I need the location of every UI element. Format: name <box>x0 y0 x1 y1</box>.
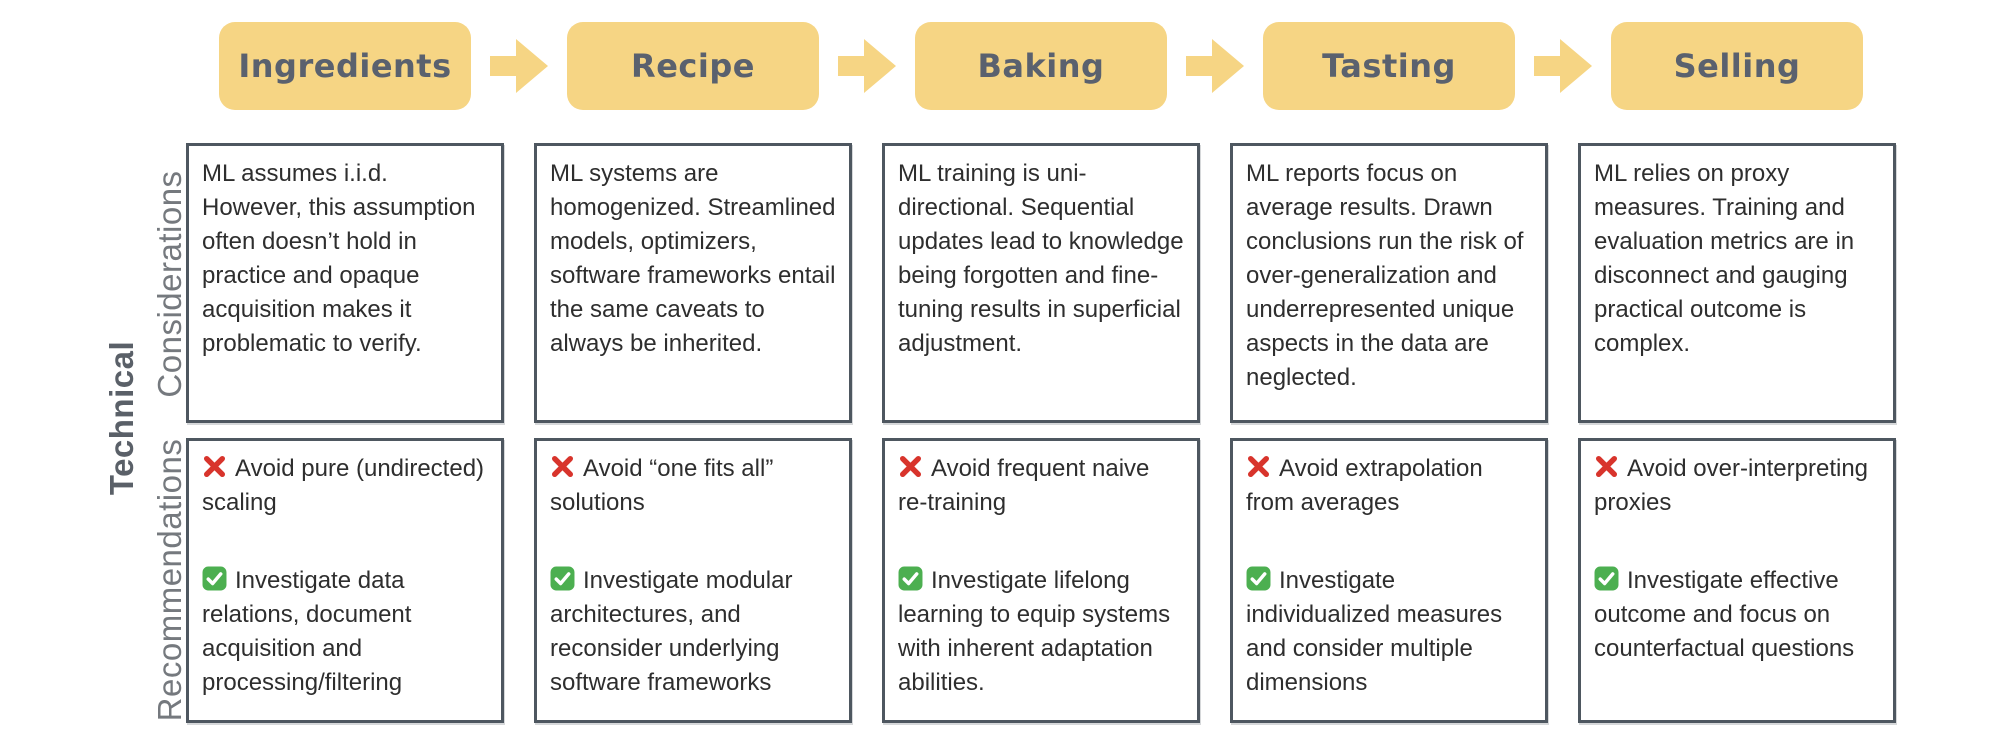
consideration-text: ML training is uni-directional. Sequenti… <box>898 160 1184 357</box>
check-mark-icon <box>550 566 575 591</box>
check-mark-icon <box>898 566 923 591</box>
stage-title-baking: Baking <box>977 47 1105 85</box>
technical-group-label: Technical <box>103 340 140 496</box>
right-arrow-icon <box>490 36 548 96</box>
recommendation-box-recipe: Avoid “one fits all” solutions Investiga… <box>534 438 852 723</box>
cross-mark-icon <box>550 454 575 479</box>
avoid-item: Avoid pure (undirected) scaling <box>202 452 488 520</box>
stage-title-recipe: Recipe <box>631 47 755 85</box>
investigate-item: Investigate individualized measures and … <box>1246 564 1532 700</box>
investigate-item: Investigate effective outcome and focus … <box>1594 564 1880 666</box>
avoid-text: Avoid frequent naive re-training <box>898 455 1150 516</box>
recommendations-row-label: Recommendations <box>151 438 188 722</box>
avoid-item: Avoid extrapolation from averages <box>1246 452 1532 520</box>
investigate-text: Investigate modular architectures, and r… <box>550 567 793 696</box>
cross-mark-icon <box>898 454 923 479</box>
avoid-item: Avoid frequent naive re-training <box>898 452 1184 520</box>
investigate-text: Investigate data relations, document acq… <box>202 567 412 696</box>
stage-title-ingredients: Ingredients <box>238 47 452 85</box>
consideration-text: ML assumes i.i.d. However, this assumpti… <box>202 160 476 357</box>
recommendation-box-tasting: Avoid extrapolation from averages Invest… <box>1230 438 1548 723</box>
stage-title-selling: Selling <box>1673 47 1801 85</box>
avoid-item: Avoid over-interpreting proxies <box>1594 452 1880 520</box>
investigate-item: Investigate modular architectures, and r… <box>550 564 836 700</box>
consideration-box-selling: ML relies on proxy measures. Training an… <box>1578 143 1896 423</box>
right-arrow-icon <box>838 36 896 96</box>
considerations-row-label: Considerations <box>151 170 188 398</box>
stage-header-recipe: Recipe <box>567 22 819 110</box>
stage-header-tasting: Tasting <box>1263 22 1515 110</box>
consideration-text: ML reports focus on average results. Dra… <box>1246 160 1524 391</box>
recommendation-box-baking: Avoid frequent naive re-training Investi… <box>882 438 1200 723</box>
avoid-item: Avoid “one fits all” solutions <box>550 452 836 520</box>
stage-header-ingredients: Ingredients <box>219 22 471 110</box>
cross-mark-icon <box>1594 454 1619 479</box>
check-mark-icon <box>1594 566 1619 591</box>
consideration-box-recipe: ML systems are homogenized. Streamlined … <box>534 143 852 423</box>
consideration-box-baking: ML training is uni-directional. Sequenti… <box>882 143 1200 423</box>
avoid-text: Avoid over-interpreting proxies <box>1594 455 1869 516</box>
investigate-item: Investigate lifelong learning to equip s… <box>898 564 1184 700</box>
investigate-text: Investigate lifelong learning to equip s… <box>898 567 1171 696</box>
recommendation-box-selling: Avoid over-interpreting proxies Investig… <box>1578 438 1896 723</box>
avoid-text: Avoid “one fits all” solutions <box>550 455 774 516</box>
cross-mark-icon <box>1246 454 1271 479</box>
stage-header-baking: Baking <box>915 22 1167 110</box>
check-mark-icon <box>1246 566 1271 591</box>
consideration-box-tasting: ML reports focus on average results. Dra… <box>1230 143 1548 423</box>
right-arrow-icon <box>1534 36 1592 96</box>
consideration-text: ML relies on proxy measures. Training an… <box>1594 160 1855 357</box>
avoid-text: Avoid pure (undirected) scaling <box>202 455 485 516</box>
recommendation-box-ingredients: Avoid pure (undirected) scaling Investig… <box>186 438 504 723</box>
consideration-text: ML systems are homogenized. Streamlined … <box>550 160 836 357</box>
cross-mark-icon <box>202 454 227 479</box>
investigate-text: Investigate individualized measures and … <box>1246 567 1503 696</box>
stage-header-selling: Selling <box>1611 22 1863 110</box>
right-arrow-icon <box>1186 36 1244 96</box>
stage-title-tasting: Tasting <box>1322 47 1456 85</box>
investigate-text: Investigate effective outcome and focus … <box>1594 567 1855 662</box>
avoid-text: Avoid extrapolation from averages <box>1246 455 1483 516</box>
investigate-item: Investigate data relations, document acq… <box>202 564 488 700</box>
check-mark-icon <box>202 566 227 591</box>
consideration-box-ingredients: ML assumes i.i.d. However, this assumpti… <box>186 143 504 423</box>
